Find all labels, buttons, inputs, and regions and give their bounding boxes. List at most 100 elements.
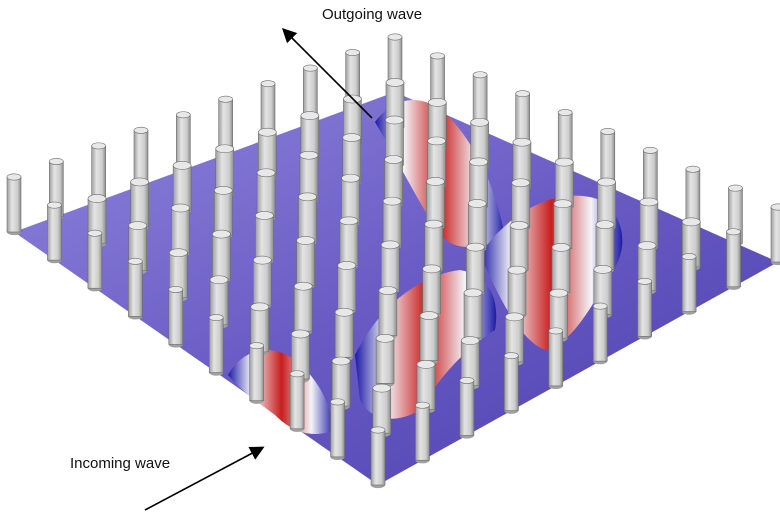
pillar-top: [466, 242, 485, 252]
pillar: [168, 285, 184, 348]
pillar-top: [339, 216, 359, 226]
pillar-top: [334, 307, 354, 317]
pillar: [415, 401, 430, 464]
pillar-top: [91, 142, 106, 150]
pillar-top: [515, 90, 530, 98]
pillar-top: [213, 186, 233, 195]
pillar-body: [337, 265, 357, 311]
pillar-body: [293, 285, 313, 332]
pillar: [250, 302, 270, 356]
pillar-top: [385, 115, 404, 125]
pillar-body: [685, 168, 701, 225]
pillar-top: [643, 146, 658, 154]
pillar: [504, 352, 519, 414]
pillar-body: [511, 182, 531, 229]
pillar-top: [171, 203, 190, 213]
pillar-top: [296, 236, 315, 245]
pillar-top: [419, 311, 439, 320]
pillar-body: [548, 330, 564, 387]
pillar-body: [504, 355, 519, 411]
incoming-wave-label: Incoming wave: [70, 455, 171, 472]
pillar: [331, 356, 351, 411]
pillar-top: [300, 111, 320, 120]
pillar-body: [595, 224, 615, 270]
pillar-body: [597, 181, 616, 228]
pillar-body: [256, 172, 276, 219]
pillar-body: [419, 315, 439, 361]
pillar-body: [382, 200, 402, 247]
pillar-body: [459, 380, 475, 436]
pillar-body: [91, 145, 106, 202]
pillar-body: [380, 244, 400, 291]
pillar-top: [384, 155, 403, 164]
pillar-body: [339, 220, 359, 267]
pillar-body: [770, 206, 780, 263]
pillar-top: [128, 221, 147, 230]
pillar-top: [330, 398, 345, 406]
pillar: [128, 257, 143, 320]
pillar-body: [681, 256, 697, 312]
pillar-body: [424, 223, 444, 270]
pillar-body: [553, 203, 573, 250]
pillar-top: [422, 264, 441, 274]
pillar-top: [385, 78, 405, 87]
pillar: [334, 307, 354, 362]
pillar: [548, 327, 564, 390]
outgoing-wave-arrow: [281, 27, 373, 119]
pillar-top: [49, 157, 64, 165]
pillar-top: [208, 314, 224, 322]
pillar: [466, 242, 485, 297]
pillar-top: [470, 117, 489, 127]
pillar-top: [770, 203, 780, 211]
pillar-top: [459, 376, 475, 384]
pillar-body: [334, 311, 354, 358]
pillar: [459, 376, 475, 439]
pillar: [296, 236, 315, 290]
pillar-body: [6, 176, 22, 233]
pillar-top: [469, 157, 488, 167]
pillar-body: [213, 190, 233, 236]
pillar: [337, 261, 357, 315]
pillar-top: [375, 333, 395, 343]
pillar: [293, 281, 313, 336]
pillar-body: [551, 247, 571, 293]
pillar: [380, 240, 400, 294]
pillar-top: [557, 109, 573, 117]
pillar-body: [171, 207, 190, 254]
pillar-top: [168, 285, 184, 293]
pillar-body: [467, 203, 487, 249]
pillar-body: [639, 201, 659, 248]
pillar-top: [87, 194, 107, 203]
pillar-body: [87, 232, 103, 289]
pillar-top: [637, 277, 652, 285]
pillar-body: [372, 387, 392, 434]
pillar-top: [382, 196, 402, 206]
pillar-top: [87, 229, 103, 237]
pillar-body: [375, 338, 395, 384]
pillar: [253, 255, 272, 310]
pillar-top: [548, 327, 564, 335]
pillar-top: [303, 64, 318, 72]
pillar: [507, 265, 527, 320]
pillar-top: [472, 71, 488, 79]
pillar-top: [255, 211, 274, 220]
pillar-body: [378, 290, 398, 336]
pillar-top: [370, 426, 386, 434]
pillar-top: [553, 199, 573, 209]
pillar-top: [427, 136, 446, 146]
pillar-top: [593, 265, 613, 274]
pillar: [387, 33, 403, 96]
pillar: [208, 314, 224, 376]
pillar-top: [728, 184, 743, 192]
pillar-body: [253, 259, 272, 306]
pillar-top: [592, 302, 608, 310]
pillar-top: [415, 401, 430, 409]
pillar-top: [291, 329, 310, 339]
pillar-top: [685, 165, 701, 173]
pillar-top: [289, 370, 305, 378]
pillar-top: [256, 168, 276, 178]
pillar-body: [726, 231, 741, 288]
pillar-top: [430, 52, 445, 60]
pillar-array: [6, 33, 780, 489]
pillar-top: [172, 161, 192, 170]
